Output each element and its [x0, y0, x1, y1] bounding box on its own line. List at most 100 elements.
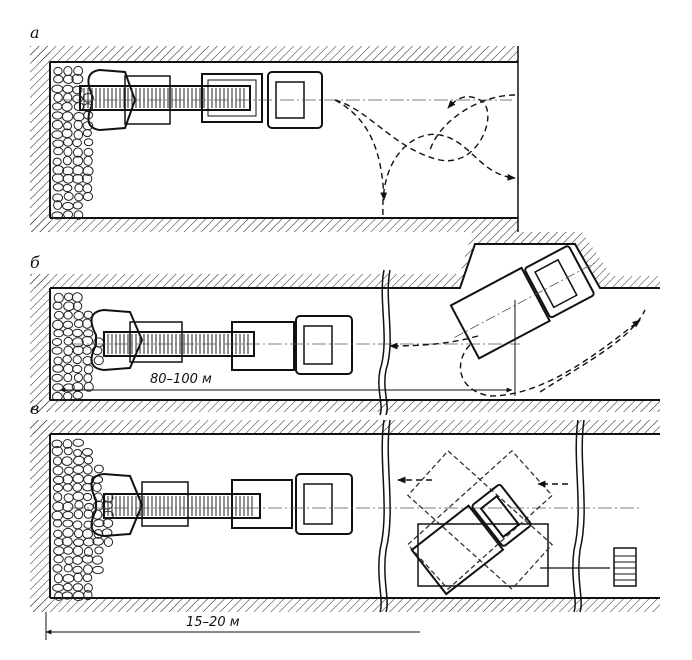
rock — [52, 483, 64, 493]
rock — [51, 119, 63, 130]
rock — [72, 438, 85, 447]
rock — [74, 500, 84, 510]
face-wall-hatch — [30, 46, 50, 232]
rock — [62, 527, 74, 538]
rock — [51, 111, 64, 120]
rock — [51, 391, 63, 402]
rock — [51, 373, 63, 382]
rock — [63, 191, 74, 201]
rock — [71, 292, 83, 303]
rock — [91, 345, 103, 356]
rock — [83, 564, 93, 575]
floor-wall-hatch — [30, 218, 518, 232]
rock — [72, 583, 84, 592]
rock — [63, 65, 73, 77]
rock — [53, 573, 64, 584]
rock — [83, 546, 94, 557]
rock — [53, 546, 65, 556]
rock — [73, 538, 85, 547]
rock — [52, 183, 64, 192]
rock — [51, 211, 64, 220]
rock — [51, 445, 63, 457]
rock — [83, 590, 93, 601]
rock — [83, 583, 93, 593]
rock — [51, 130, 64, 139]
rock — [72, 301, 83, 312]
rock — [103, 537, 114, 548]
rock — [83, 455, 94, 465]
rock — [73, 129, 84, 140]
rock — [63, 121, 73, 131]
rock — [92, 482, 102, 493]
conveyor-boom — [79, 85, 251, 111]
rock — [63, 564, 73, 573]
truck-cab — [295, 473, 353, 535]
rock — [52, 583, 64, 592]
rock — [72, 491, 85, 501]
panel-a-label: а — [30, 23, 40, 42]
rock — [83, 373, 93, 384]
rock — [52, 165, 65, 175]
manoeuvre-paths — [334, 94, 516, 216]
rock — [63, 373, 73, 383]
rock — [52, 519, 63, 528]
rock — [71, 337, 84, 348]
rock — [82, 191, 94, 202]
rock — [62, 519, 74, 528]
rock — [61, 456, 73, 466]
rock — [72, 201, 83, 210]
rock — [73, 111, 85, 122]
rock — [73, 572, 83, 583]
rock — [52, 319, 64, 330]
rock — [72, 328, 83, 338]
panel-v: в — [30, 399, 660, 640]
rock — [63, 301, 75, 312]
rock — [73, 448, 83, 458]
rock — [52, 465, 64, 476]
rock — [52, 501, 65, 512]
rock — [52, 102, 63, 111]
rock — [73, 528, 84, 539]
rock — [72, 545, 84, 556]
winch-icon — [613, 547, 637, 587]
rock — [62, 166, 74, 176]
rock — [63, 493, 74, 503]
panel-a: а — [30, 23, 519, 232]
rock — [51, 510, 63, 521]
rock — [83, 520, 94, 529]
rock — [73, 65, 84, 76]
rock — [63, 292, 74, 302]
rock — [62, 582, 73, 592]
rock — [73, 319, 84, 328]
rock — [51, 173, 64, 183]
rock — [72, 465, 85, 475]
rock — [63, 210, 74, 219]
rock — [52, 364, 64, 373]
rock — [51, 346, 63, 355]
rock — [52, 301, 63, 310]
truck-positions — [406, 449, 554, 591]
rock — [83, 147, 94, 157]
rock — [71, 73, 84, 85]
rock — [52, 383, 64, 392]
rock — [62, 84, 74, 94]
rock — [52, 456, 63, 466]
dimension-label: 80–100 м — [150, 372, 212, 387]
rock — [62, 501, 74, 512]
truck-cab — [295, 315, 353, 375]
rock — [63, 74, 74, 84]
rock — [81, 335, 94, 347]
rock — [82, 447, 93, 457]
rock — [83, 155, 93, 166]
rock — [83, 537, 95, 547]
rock — [72, 174, 84, 184]
rock — [72, 355, 82, 365]
rock — [82, 165, 94, 176]
rock — [72, 565, 83, 575]
rock — [73, 455, 85, 466]
loader-machine — [79, 68, 323, 132]
loader-machine — [90, 308, 353, 375]
rock — [53, 66, 63, 76]
rock — [63, 546, 74, 555]
rock-pile — [51, 438, 114, 602]
